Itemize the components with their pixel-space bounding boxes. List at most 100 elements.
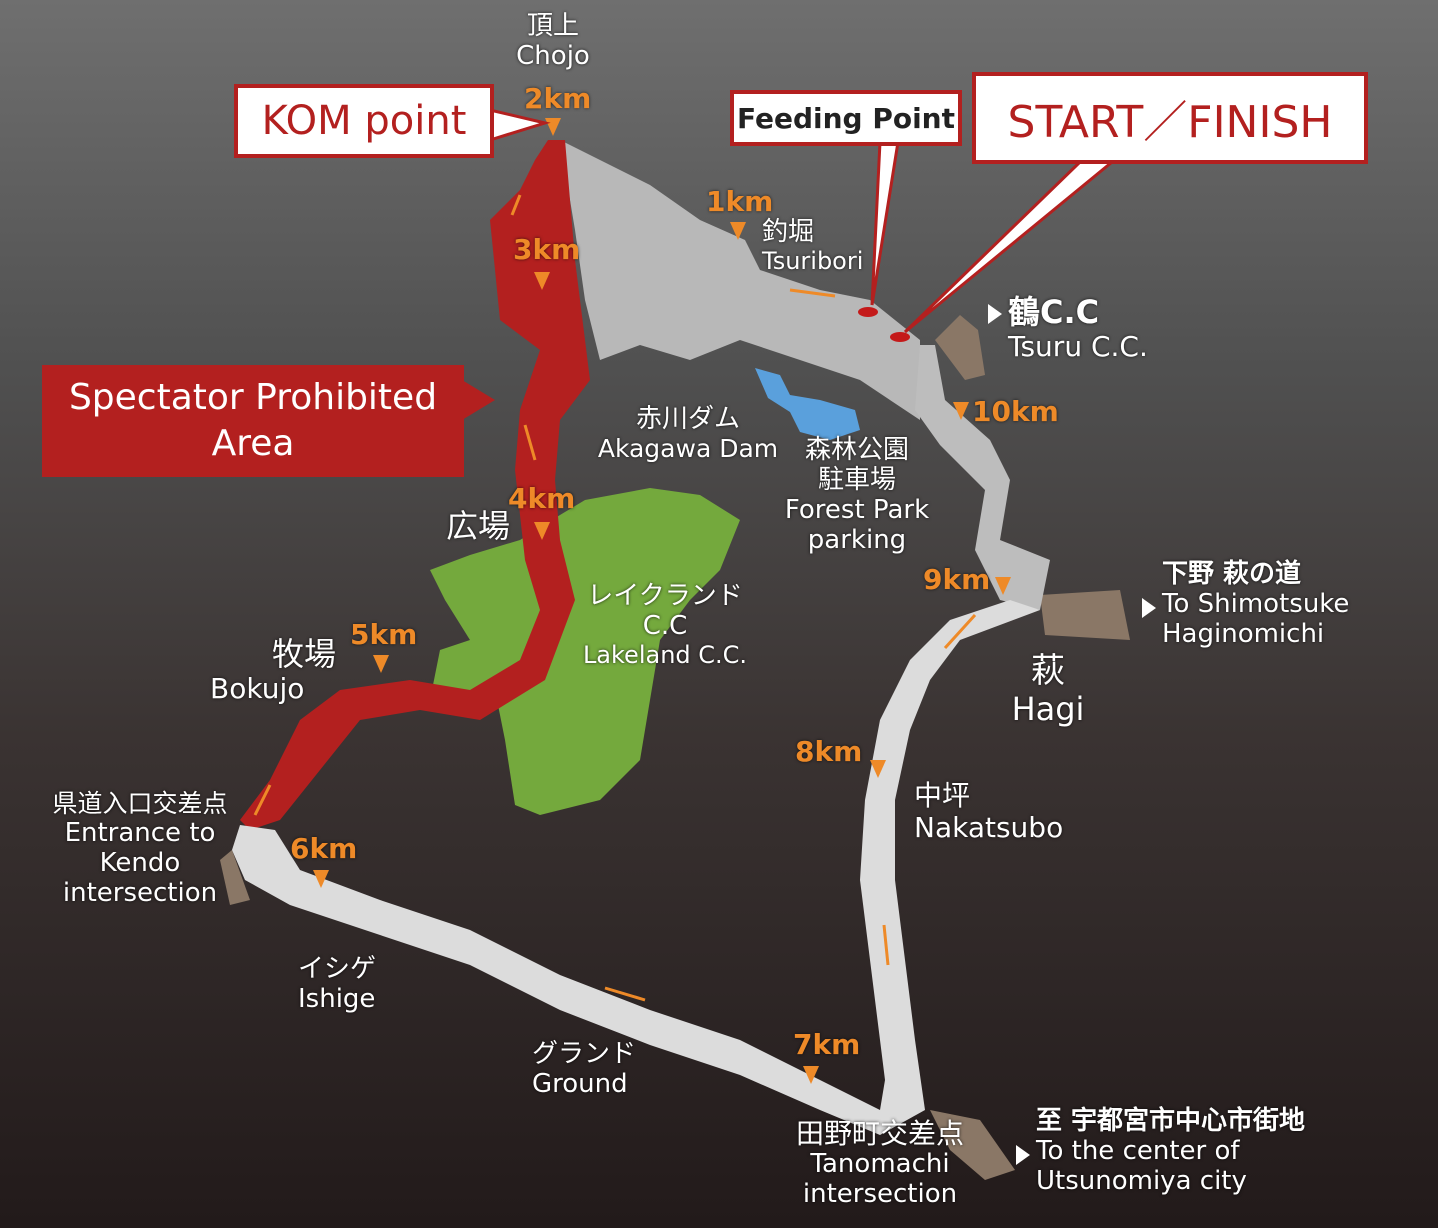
hagi-jp: 萩 <box>1031 651 1065 691</box>
kendo-en-1: Entrance to <box>64 817 216 848</box>
km-label-3: 3km <box>513 233 581 266</box>
tsuru-en: Tsuru C.C. <box>1008 329 1148 363</box>
chojo-label: 頂上 Chojo <box>505 11 601 72</box>
ground-label: グランド Ground <box>532 1039 637 1100</box>
wall-tsuru-to-hagi <box>915 345 1050 610</box>
hiroba-label: 広場 <box>446 507 511 545</box>
lakeland-label: レイクランド C.C Lakeland C.C. <box>580 581 750 669</box>
forest-en-1: Forest Park <box>784 494 930 525</box>
ground-en: Ground <box>532 1068 628 1099</box>
ishige-jp: イシゲ <box>298 954 377 984</box>
tanomachi-en-2: intersection <box>802 1179 958 1210</box>
spectator-line-2: Area <box>211 423 295 464</box>
km-triangle-4 <box>534 522 550 540</box>
lakeland-field <box>430 488 740 815</box>
akagawa-en: Akagawa Dam <box>597 433 779 463</box>
tsuribori-en: Tsuribori <box>762 246 864 275</box>
road-lower-loop <box>232 600 1040 1135</box>
tanomachi-en-1: Tanomachi <box>810 1149 950 1180</box>
lakeland-jp-2: C.C <box>642 610 688 641</box>
hagi-label: 萩 Hagi <box>1008 651 1088 729</box>
hagi-en: Hagi <box>1011 690 1085 729</box>
road-to-tsuru <box>935 315 985 380</box>
ishige-en: Ishige <box>298 983 376 1014</box>
tsuru-label: 鶴C.C Tsuru C.C. <box>1008 294 1148 363</box>
km-triangle-2 <box>545 118 561 136</box>
km-label-6: 6km <box>290 832 358 865</box>
road-to-utsunomiya <box>930 1110 1015 1180</box>
km-label-1: 1km <box>706 185 774 218</box>
chojo-jp: 頂上 <box>526 11 579 41</box>
kendo-label: 県道入口交差点 Entrance to Kendo intersection <box>40 789 240 908</box>
feeding-point-dot <box>858 307 878 317</box>
bokujo-label: 牧場 Bokujo <box>210 636 336 705</box>
start-finish-callout: START／FINISH <box>972 72 1368 164</box>
shimotsuke-en-1: To Shimotsuke <box>1162 588 1350 619</box>
lakeland-jp: レイクランド <box>587 581 743 611</box>
km-triangle-10 <box>953 402 969 420</box>
km-triangle-7 <box>803 1066 819 1084</box>
direction-arrow <box>789 288 836 298</box>
direction-arrow <box>943 613 977 650</box>
km-triangle-9 <box>995 577 1011 595</box>
utsunomiya-en-2: Utsunomiya city <box>1036 1165 1247 1196</box>
bokujo-jp: 牧場 <box>272 635 337 673</box>
forest-jp-1: 森林公園 <box>804 435 909 465</box>
ishige-label: イシゲ Ishige <box>298 954 377 1015</box>
forest-park-label: 森林公園 駐車場 Forest Park parking <box>778 435 936 556</box>
tsuribori-label: 釣堀 Tsuribori <box>762 217 864 275</box>
km-triangle-8 <box>870 760 886 778</box>
feeding-point-callout: Feeding Point <box>730 90 962 146</box>
km-label-9: 9km <box>923 563 991 596</box>
utsunomiya-label: 至 宇都宮市中心市街地 To the center of Utsunomiya … <box>1036 1106 1306 1197</box>
nakatsubo-jp: 中坪 <box>914 779 971 812</box>
tanomachi-jp: 田野町交差点 <box>795 1117 964 1150</box>
direction-arrow <box>882 924 890 966</box>
akagawa-dam-water <box>755 368 860 440</box>
wall-chojo-to-tsuribori <box>560 140 920 420</box>
direction-arrow <box>510 194 522 216</box>
forest-jp-2: 駐車場 <box>817 464 896 495</box>
road-kendo <box>220 850 250 905</box>
spectator-prohibited-callout: Spectator Prohibited Area <box>42 365 464 477</box>
tsuribori-jp: 釣堀 <box>762 217 815 247</box>
ground-jp: グランド <box>532 1039 637 1069</box>
km-label-5: 5km <box>350 618 418 651</box>
km-triangle-5 <box>373 655 389 673</box>
km-label-2: 2km <box>524 82 592 115</box>
km-triangle-1 <box>730 222 746 240</box>
km-label-8: 8km <box>795 735 863 768</box>
nakatsubo-en: Nakatsubo <box>914 811 1064 845</box>
utsunomiya-en-1: To the center of <box>1036 1135 1240 1166</box>
direction-arrow <box>523 424 537 461</box>
kendo-en-2: Kendo <box>99 847 181 878</box>
akagawa-jp: 赤川ダム <box>635 404 740 434</box>
kom-point-callout: KOM point <box>234 84 494 158</box>
lakeland-en: Lakeland C.C. <box>582 640 748 669</box>
tsuru-jp: 鶴C.C <box>1008 293 1100 331</box>
kendo-en-3: intersection <box>62 877 218 908</box>
shimotsuke-jp: 下野 萩の道 <box>1162 559 1302 589</box>
tsuru-pointer-icon <box>988 304 1002 324</box>
road-to-shimotsuke <box>1040 590 1130 640</box>
chojo-en: Chojo <box>516 40 590 71</box>
km-label-7: 7km <box>793 1028 861 1061</box>
spectator-pointer <box>462 380 495 420</box>
direction-arrow <box>604 986 646 1002</box>
direction-arrow <box>253 784 272 816</box>
bokujo-en: Bokujo <box>210 671 305 705</box>
nakatsubo-label: 中坪 Nakatsubo <box>914 779 1064 845</box>
tanomachi-label: 田野町交差点 Tanomachi intersection <box>780 1117 980 1210</box>
feeding-pointer <box>870 140 900 306</box>
forest-en-2: parking <box>807 524 907 555</box>
km-triangle-6 <box>313 870 329 888</box>
km-triangle-3 <box>534 272 550 290</box>
shimotsuke-en-2: Haginomichi <box>1162 618 1325 649</box>
akagawa-label: 赤川ダム Akagawa Dam <box>596 404 780 464</box>
km-label-10: 10km <box>972 395 1059 428</box>
kendo-jp: 県道入口交差点 <box>52 789 228 818</box>
utsunomiya-jp: 至 宇都宮市中心市街地 <box>1036 1106 1306 1136</box>
km-label-4: 4km <box>508 482 576 515</box>
